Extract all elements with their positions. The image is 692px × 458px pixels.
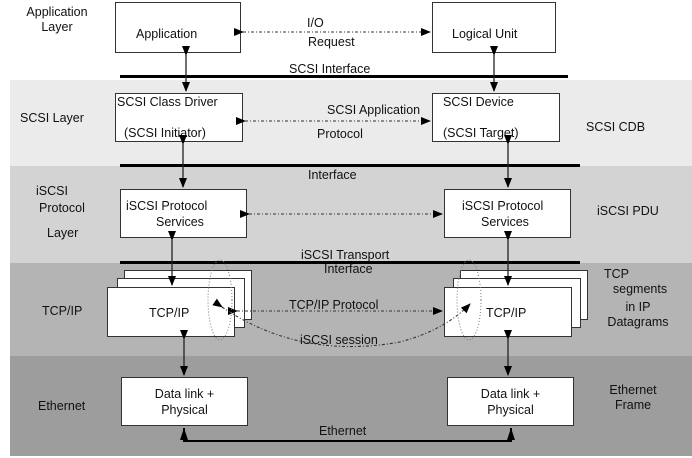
tcpip-left-label: TCP/IP bbox=[149, 306, 190, 320]
layer-label-line: Layer bbox=[41, 20, 73, 34]
iscsi-services-right-line2: Services bbox=[481, 215, 529, 229]
ethernet-layer-band bbox=[10, 356, 692, 456]
iscsi-services-left-line1: iSCSI Protocol bbox=[126, 199, 208, 213]
right-label-line: Ethernet bbox=[609, 383, 657, 397]
scsi-target-label: (SCSI Target) bbox=[443, 126, 519, 140]
protocol-label: Protocol bbox=[317, 127, 363, 141]
datalink-left-line1: Data link + bbox=[154, 387, 215, 401]
tcpip-right-box: TCP/IP bbox=[444, 287, 572, 337]
iscsi-session-label: iSCSI session bbox=[300, 333, 378, 347]
datalink-right-line2: Physical bbox=[487, 403, 534, 417]
tcpip-left-box: TCP/IP bbox=[107, 287, 235, 337]
scsi-device-label: SCSI Device bbox=[443, 95, 514, 109]
iscsi-services-right-line1: iSCSI Protocol bbox=[462, 199, 544, 213]
io-label: I/O bbox=[307, 16, 324, 30]
datalink-right-box: Data link + Physical bbox=[447, 377, 574, 426]
right-label-tcp-segments: TCP segments in IP Datagrams bbox=[598, 267, 678, 330]
layer-label-line: Application bbox=[26, 5, 88, 19]
request-label: Request bbox=[308, 35, 355, 49]
right-label-line: Datagrams bbox=[607, 315, 669, 329]
iscsi-services-right-box: iSCSI Protocol Services bbox=[444, 189, 571, 238]
right-label-line: TCP bbox=[604, 267, 629, 281]
right-label-scsi-cdb: SCSI CDB bbox=[586, 120, 646, 134]
scsi-interface-line bbox=[120, 75, 568, 78]
tcpip-protocol-label: TCP/IP Protocol bbox=[289, 298, 379, 312]
right-label-line: in IP bbox=[625, 300, 651, 314]
interface-line bbox=[120, 164, 580, 167]
datalink-left-box: Data link + Physical bbox=[121, 377, 248, 426]
application-box-label: Application bbox=[136, 27, 198, 41]
scsi-class-driver-box: SCSI Class Driver (SCSI Initiator) bbox=[115, 93, 243, 142]
right-label-line: segments bbox=[612, 282, 668, 296]
iscsi-services-left-line2: Services bbox=[156, 215, 204, 229]
tcpip-right-label: TCP/IP bbox=[486, 306, 527, 320]
datalink-left-line2: Physical bbox=[161, 403, 208, 417]
logical-unit-box: Logical Unit bbox=[432, 2, 556, 53]
interface-label: Interface bbox=[308, 168, 357, 182]
datalink-right-line1: Data link + bbox=[480, 387, 541, 401]
layer-label-line: Protocol bbox=[39, 201, 85, 215]
scsi-initiator-label: (SCSI Initiator) bbox=[124, 126, 206, 140]
layer-label-iscsi: iSCSI Protocol Layer bbox=[36, 184, 85, 241]
iscsi-transport-interface-line bbox=[120, 261, 580, 264]
right-label-iscsi-pdu: iSCSI PDU bbox=[597, 204, 659, 218]
scsi-class-driver-label: SCSI Class Driver bbox=[117, 95, 218, 109]
application-box: Application bbox=[115, 2, 241, 53]
iscsi-services-left-box: iSCSI Protocol Services bbox=[120, 189, 247, 238]
iscsi-transport-interface-label: Interface bbox=[324, 262, 373, 276]
layer-label-application: Application Layer bbox=[22, 5, 92, 35]
ethernet-link-label: Ethernet bbox=[319, 424, 367, 438]
scsi-application-label: SCSI Application bbox=[327, 103, 421, 117]
layer-label-ethernet: Ethernet bbox=[38, 399, 86, 413]
logical-unit-box-label: Logical Unit bbox=[452, 27, 518, 41]
layer-label-line: iSCSI bbox=[36, 184, 68, 198]
right-label-ethernet-frame: Ethernet Frame bbox=[600, 383, 666, 413]
scsi-interface-label: SCSI Interface bbox=[289, 62, 371, 76]
right-label-line: Frame bbox=[614, 398, 652, 412]
layer-label-scsi: SCSI Layer bbox=[20, 111, 84, 125]
iscsi-transport-label: iSCSI Transport bbox=[301, 248, 390, 262]
layer-label-line: Layer bbox=[47, 226, 79, 240]
scsi-device-box: SCSI Device (SCSI Target) bbox=[432, 93, 560, 142]
layer-label-tcpip: TCP/IP bbox=[42, 304, 83, 318]
